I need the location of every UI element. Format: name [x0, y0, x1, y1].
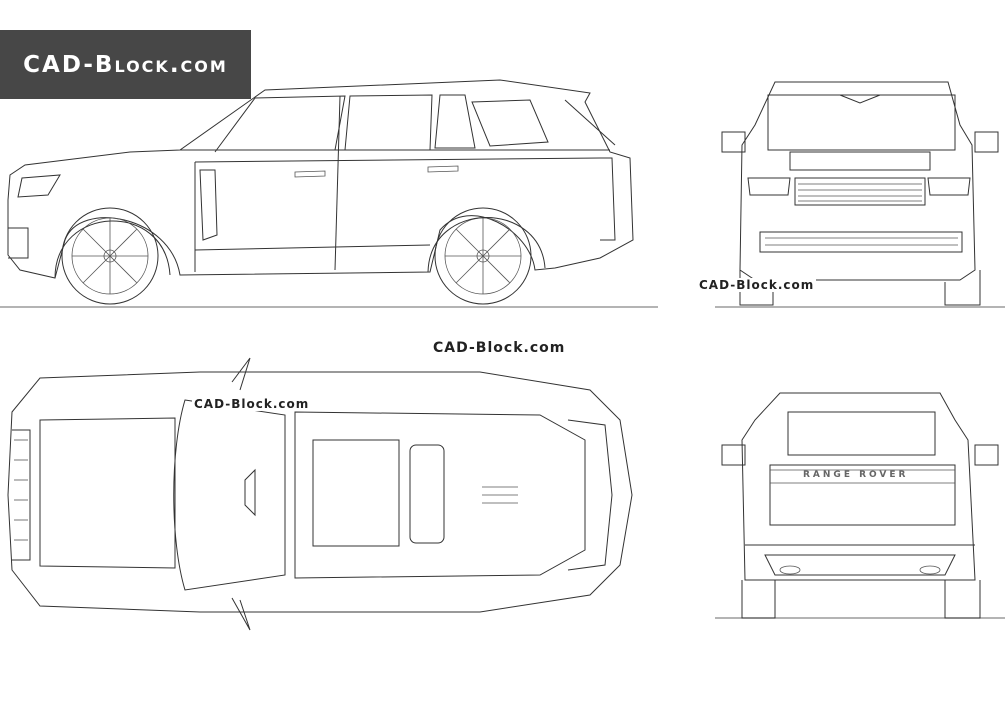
logo-text: CAD-Block.com [23, 51, 228, 78]
front-view [721, 81, 999, 306]
range-rover-badge: RANGE ROVER [803, 470, 909, 480]
watermark-center: CAD-Block.com [431, 340, 568, 356]
watermark-front-view: CAD-Block.com [697, 278, 817, 292]
top-view [7, 357, 633, 631]
front-wheel [61, 207, 159, 305]
side-view [7, 79, 634, 305]
watermark-top-view: CAD-Block.com [192, 397, 312, 411]
rear-wheel [434, 207, 532, 305]
cad-block-logo: CAD-Block.com [0, 30, 251, 99]
sunroof-rear [409, 444, 445, 544]
rear-view [721, 392, 999, 619]
sunroof-front [312, 439, 400, 547]
